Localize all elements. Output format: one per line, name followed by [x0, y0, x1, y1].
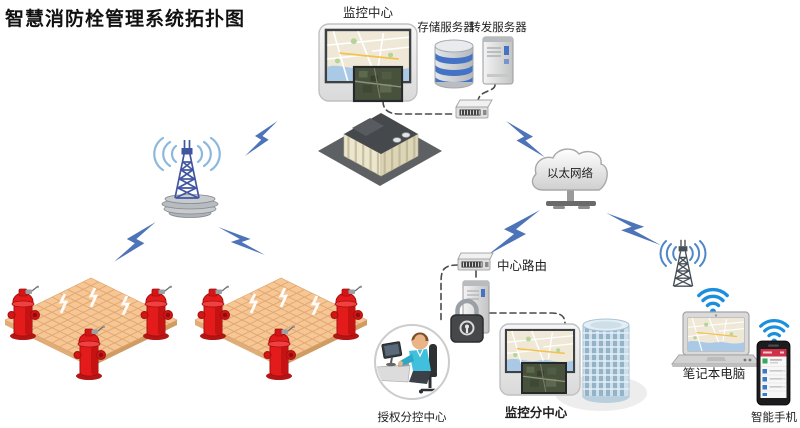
wireless-bolt-tower-building [245, 121, 278, 156]
page-title: 智慧消防栓管理系统拓扑图 [5, 9, 246, 30]
wireless-bolt-tower-pad2 [218, 227, 265, 255]
storage-server-label: 存储服务器 [417, 20, 475, 34]
wireless-bolt-cloud-tower [606, 213, 661, 246]
right-radio-tower [659, 239, 707, 287]
link-router-to-auth-center [440, 264, 459, 324]
monitoring-center-building [318, 113, 442, 186]
wireless-bolt-tower-pad1 [114, 222, 156, 262]
hydrant-platform-2 [195, 278, 367, 380]
center-router-icon [457, 252, 494, 271]
laptop-label: 笔记本电脑 [683, 366, 746, 381]
radio-waves-icon [659, 240, 707, 267]
auth-control-center-label: 授权分控中心 [378, 410, 447, 424]
link-monitor-to-switch [382, 100, 453, 115]
desktop-monitor-icon [381, 341, 403, 359]
ethernet-cloud [531, 148, 608, 209]
wireless-bolt-switch-cloud [506, 121, 545, 158]
auth-control-workstation [374, 324, 450, 400]
laptop-icon [670, 311, 762, 367]
storage-server-icon [434, 39, 474, 89]
smartphone-icon [756, 340, 791, 406]
hydrant-platform-1 [5, 278, 177, 380]
monitoring-subcenter-console [499, 323, 581, 396]
skyscraper [582, 318, 630, 403]
laptop-wifi-icon [697, 287, 729, 317]
monitoring-subcenter-label: 监控分中心 [505, 405, 568, 420]
operator-person [398, 332, 431, 384]
security-lock-icon [450, 298, 484, 343]
link-server-to-subcenter [489, 312, 566, 325]
center-router-label: 中心路由 [497, 258, 547, 273]
link-server-to-switch [477, 84, 496, 102]
left-radio-tower [153, 136, 221, 218]
radio-waves-icon [153, 136, 221, 172]
ethernet-cloud-label: 以太网络 [547, 166, 593, 180]
network-switch-icon [455, 99, 493, 119]
smartphone-label: 智能手机 [751, 410, 797, 424]
wireless-bolt-cloud-router [488, 210, 540, 255]
monitoring-center-label: 监控中心 [343, 5, 394, 20]
forwarding-server-label: 转发服务器 [469, 20, 527, 34]
forwarding-server-icon [482, 36, 514, 85]
monitoring-center-console [318, 23, 418, 103]
